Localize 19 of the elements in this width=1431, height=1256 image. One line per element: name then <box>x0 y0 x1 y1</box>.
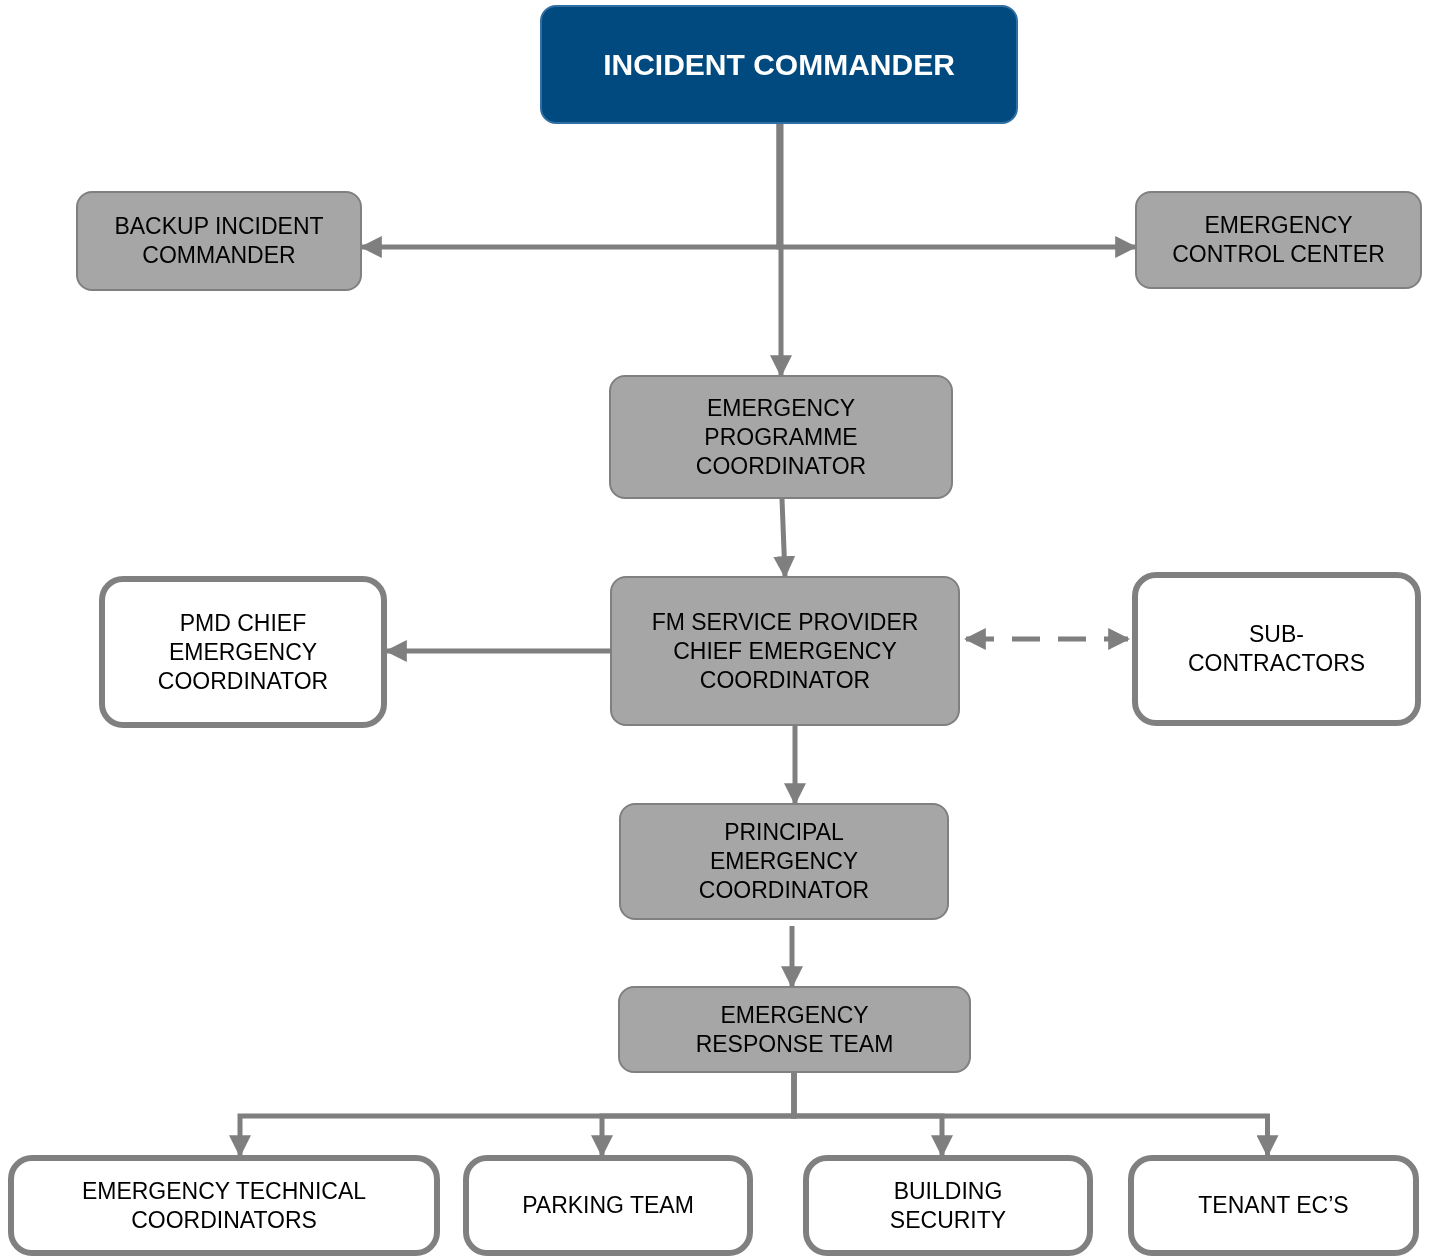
connector-arrow <box>781 926 803 989</box>
role-box: EMERGENCY RESPONSE TEAM <box>618 986 971 1073</box>
role-box: EMERGENCY TECHNICAL COORDINATORS <box>8 1155 440 1256</box>
connector-arrow <box>963 628 1131 650</box>
role-box: BUILDING SECURITY <box>803 1155 1093 1256</box>
role-box: PRINCIPAL EMERGENCY COORDINATOR <box>619 803 949 920</box>
connector-arrow <box>773 498 796 579</box>
role-box: PARKING TEAM <box>463 1155 753 1256</box>
connector-arrow <box>784 726 806 806</box>
role-box: EMERGENCY PROGRAMME COORDINATOR <box>609 375 953 499</box>
role-box: BACKUP INCIDENT COMMANDER <box>76 191 362 291</box>
role-box: SUB- CONTRACTORS <box>1132 572 1421 726</box>
connector-arrow <box>770 124 792 378</box>
role-box: PMD CHIEF EMERGENCY COORDINATOR <box>99 576 387 728</box>
role-box: TENANT EC’S <box>1128 1155 1419 1256</box>
role-box: EMERGENCY CONTROL CENTER <box>1135 191 1422 289</box>
role-box: FM SERVICE PROVIDER CHIEF EMERGENCY COORDINATOR <box>610 576 960 726</box>
connector-arrow <box>791 1073 1279 1158</box>
role-box: INCIDENT COMMANDER <box>540 5 1018 124</box>
